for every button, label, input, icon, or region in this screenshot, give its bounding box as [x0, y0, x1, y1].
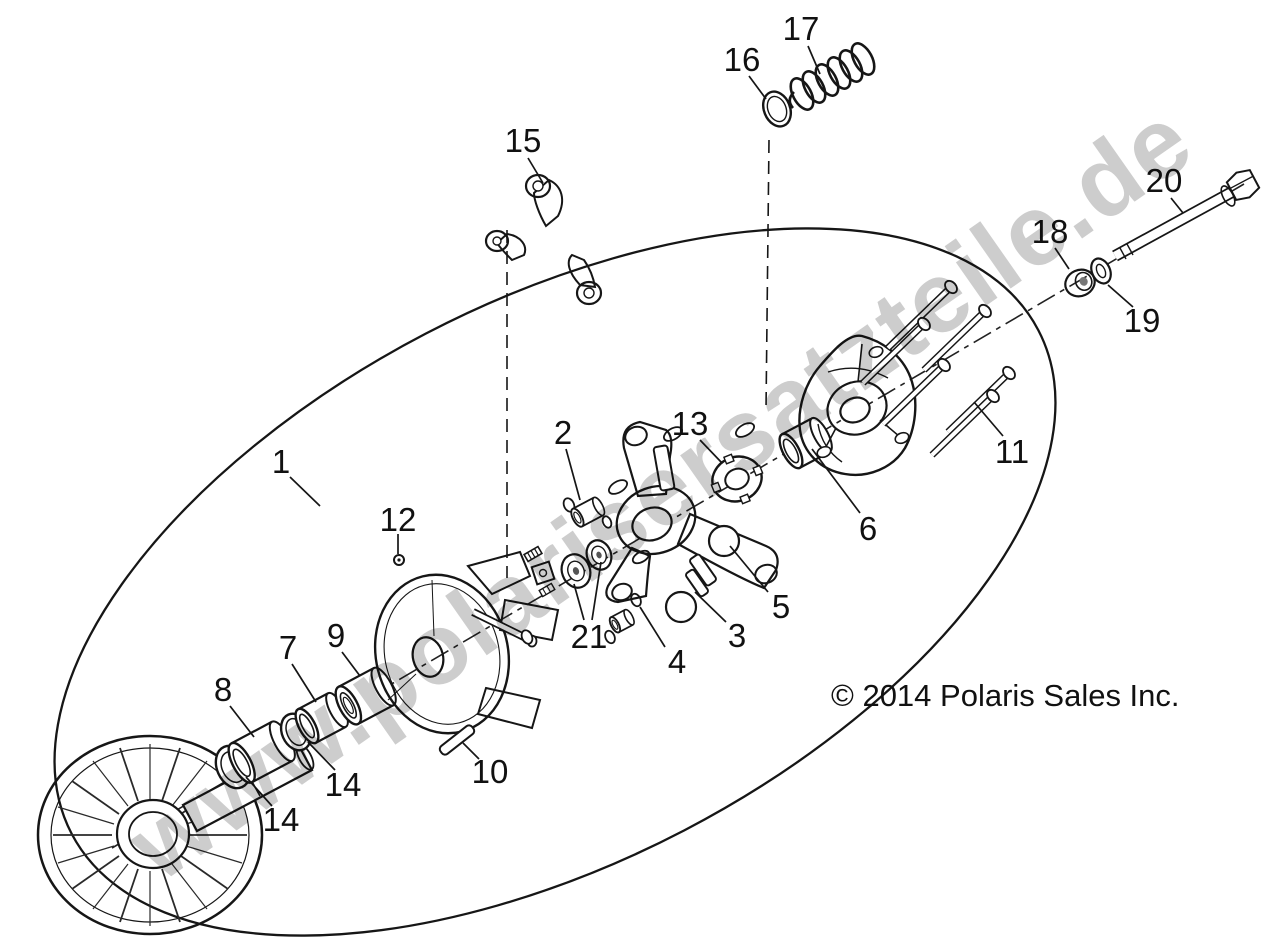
bushing-8 [227, 720, 296, 784]
ring-small-left [520, 629, 534, 645]
cover-bolt [860, 316, 931, 386]
leader-16 [748, 75, 767, 100]
leader-6 [811, 448, 861, 514]
leader-14b [245, 776, 273, 807]
clutch-weights-15 [484, 173, 603, 306]
leader-17 [807, 45, 821, 75]
callout-18: 18 [1032, 213, 1069, 250]
square-washer [530, 560, 556, 586]
leader-8 [229, 705, 255, 738]
leader-19 [1107, 284, 1134, 308]
balloon-ellipse [53, 227, 1057, 937]
pin-spring-b [538, 582, 556, 598]
fixed-sheave-fan [36, 734, 264, 936]
bushing-7 [294, 691, 349, 745]
cover-bolt [929, 388, 1000, 458]
callout-14b: 14 [263, 801, 300, 838]
callout-6: 6 [859, 510, 877, 547]
callout-15: 15 [505, 122, 542, 159]
pill-roller-c [735, 422, 755, 438]
roller-2 [570, 496, 606, 528]
leader-13 [699, 439, 723, 464]
bushing-4 [608, 608, 635, 634]
pin-3 [685, 568, 709, 598]
leader-5 [729, 545, 769, 593]
spider-pin-b [689, 553, 717, 587]
callout-5: 5 [772, 588, 790, 625]
leader-9 [341, 651, 361, 677]
callout-3: 3 [728, 617, 746, 654]
bearing-13 [710, 453, 764, 505]
cover-bolt [880, 357, 951, 427]
leader-10 [462, 742, 480, 760]
callout-9: 9 [327, 617, 345, 654]
cover-bolt [945, 365, 1016, 435]
leader-21 [573, 561, 602, 621]
washer-21b [585, 539, 613, 571]
clutch-weight [484, 229, 526, 262]
spider-post [652, 444, 676, 492]
pill-roller-b [663, 426, 683, 442]
callout-8: 8 [214, 671, 232, 708]
callout-4: 4 [668, 643, 686, 680]
callout-17: 17 [783, 10, 820, 47]
clutch-weight [567, 253, 603, 306]
leader-1 [289, 476, 321, 507]
callout-13: 13 [672, 405, 709, 442]
callout-20: 20 [1146, 162, 1183, 199]
leader-3 [694, 591, 727, 623]
compression-spring-17 [788, 42, 876, 111]
callout-14a: 14 [325, 766, 362, 803]
ring-2-right [601, 515, 613, 529]
callout-labels: 1 2 3 4 5 6 7 8 9 10 11 12 13 14 14 15 1… [214, 10, 1183, 838]
cover-plate [798, 334, 917, 477]
callout-19: 19 [1124, 302, 1161, 339]
watermark-text: www.polarisersatzteile.de [108, 82, 1213, 902]
callout-21: 21 [571, 618, 608, 655]
flat-washer-19 [1090, 257, 1112, 285]
callout-16: 16 [724, 41, 761, 78]
leader-7 [291, 663, 317, 703]
rivet-12 [393, 554, 405, 566]
leader-11 [973, 401, 1004, 437]
clutch-bolt-20 [1112, 168, 1261, 262]
callout-11: 11 [995, 433, 1029, 470]
leader-2 [565, 448, 581, 501]
callout-10: 10 [472, 753, 509, 790]
bushing-9 [334, 666, 397, 726]
callout-12: 12 [380, 501, 417, 538]
cover-bolts [860, 279, 1016, 458]
ball-3 [664, 590, 698, 624]
spring-washer-16 [761, 90, 793, 128]
leader-14a [307, 741, 336, 771]
ring-4-b [604, 629, 616, 645]
leader-lines [229, 45, 1184, 807]
clutch-weight [524, 173, 564, 228]
spider [605, 420, 779, 604]
callout-1: 1 [272, 443, 290, 480]
cover-bolt [921, 303, 992, 373]
pin-spring-a [522, 545, 544, 563]
leader-18 [1054, 247, 1070, 270]
centerline [111, 183, 1245, 849]
leader-15 [527, 157, 544, 184]
callout-7: 7 [279, 629, 297, 666]
leader-20 [1170, 197, 1184, 214]
pill-roller-a [608, 479, 628, 495]
washer-21a [560, 553, 592, 589]
ref-line-spring [765, 139, 770, 411]
copyright-text: © 2014 Polaris Sales Inc. [831, 678, 1180, 713]
leader-4 [639, 606, 666, 648]
roll-pin-10 [438, 724, 476, 756]
callout-2: 2 [554, 414, 572, 451]
